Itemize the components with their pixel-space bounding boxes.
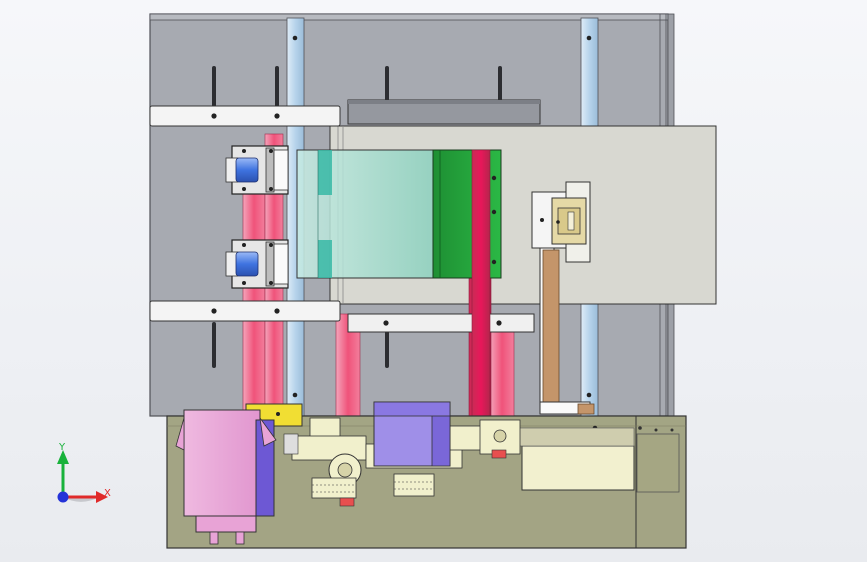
upper-crossbar[interactable] <box>149 105 341 127</box>
control-board[interactable] <box>521 445 635 491</box>
axis-triad: Y X <box>57 442 111 503</box>
front-pink-rod[interactable] <box>471 149 491 417</box>
solenoid-upper[interactable] <box>225 145 289 195</box>
x-axis-label: X <box>104 488 111 499</box>
lower-crossbar[interactable] <box>149 300 341 322</box>
stepper-motor[interactable] <box>175 409 277 545</box>
green-carriage[interactable] <box>432 149 502 279</box>
z-axis-dot <box>57 491 69 503</box>
top-mount-bar[interactable] <box>347 99 541 125</box>
middle-crossbar[interactable] <box>347 313 535 333</box>
y-axis-label: Y <box>58 442 66 453</box>
purple-actuator[interactable] <box>373 401 451 467</box>
sensor-module[interactable] <box>551 181 591 263</box>
board-cover <box>515 427 635 447</box>
transparent-guide-block[interactable] <box>296 149 436 279</box>
solenoid-lower[interactable] <box>225 239 289 289</box>
